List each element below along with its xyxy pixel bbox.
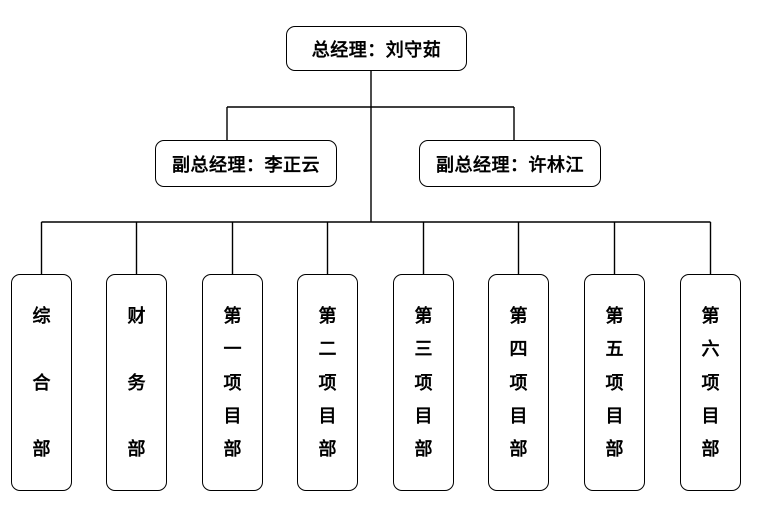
dept-label-char: 第 — [414, 306, 433, 326]
org-node-dept-project-2: 第二项目部 — [297, 274, 358, 491]
dept-label-char: 第 — [509, 306, 528, 326]
org-node-deputy-manager-2: 副总经理：许林江 — [419, 140, 601, 187]
dept-label-char: 目 — [318, 405, 337, 426]
org-node-dept-general-affairs: 综合部 — [11, 274, 72, 491]
dept-label-char: 五 — [605, 339, 624, 360]
org-node-dept-finance: 财务部 — [106, 274, 167, 491]
org-node-dept-project-1: 第一项目部 — [202, 274, 263, 491]
dept-label-char: 合 — [32, 372, 51, 393]
dept-label-char: 综 — [32, 306, 51, 326]
dept-label-char: 部 — [414, 439, 433, 459]
dept-label-char: 部 — [32, 439, 51, 459]
dept-label-char: 目 — [605, 405, 624, 426]
dept-label-char: 部 — [605, 439, 624, 459]
dept-label-char: 部 — [509, 439, 528, 459]
dept-label-char: 目 — [509, 405, 528, 426]
dept-label-char: 部 — [223, 439, 242, 459]
dept-label-char: 四 — [509, 339, 528, 360]
dept-label-char: 第 — [605, 306, 624, 326]
org-node-general-manager: 总经理：刘守茹 — [286, 26, 467, 71]
dept-label-char: 部 — [127, 439, 146, 459]
dept-label-char: 部 — [318, 439, 337, 459]
dept-label-char: 项 — [605, 372, 624, 393]
dept-label-char: 目 — [223, 405, 242, 426]
dept-label-char: 财 — [127, 306, 146, 326]
org-node-dept-project-6: 第六项目部 — [680, 274, 741, 491]
org-node-dept-project-4: 第四项目部 — [488, 274, 549, 491]
dept-label-char: 一 — [223, 339, 242, 360]
dept-label-char: 务 — [127, 372, 146, 393]
dept-label-char: 项 — [223, 372, 242, 393]
dept-label-char: 第 — [318, 306, 337, 326]
dept-label-char: 部 — [701, 439, 720, 459]
dept-label-char: 目 — [701, 405, 720, 426]
dept-label-char: 三 — [414, 339, 433, 360]
dept-label-char: 二 — [318, 339, 337, 360]
dept-label-char: 目 — [414, 405, 433, 426]
dept-label-char: 第 — [223, 306, 242, 326]
org-node-dept-project-3: 第三项目部 — [393, 274, 454, 491]
dept-label-char: 项 — [414, 372, 433, 393]
dept-label-char: 第 — [701, 306, 720, 326]
org-node-dept-project-5: 第五项目部 — [584, 274, 645, 491]
dept-label-char: 六 — [701, 339, 720, 360]
org-node-deputy-manager-1: 副总经理：李正云 — [155, 140, 337, 187]
dept-label-char: 项 — [701, 372, 720, 393]
dept-label-char: 项 — [509, 372, 528, 393]
dept-label-char: 项 — [318, 372, 337, 393]
